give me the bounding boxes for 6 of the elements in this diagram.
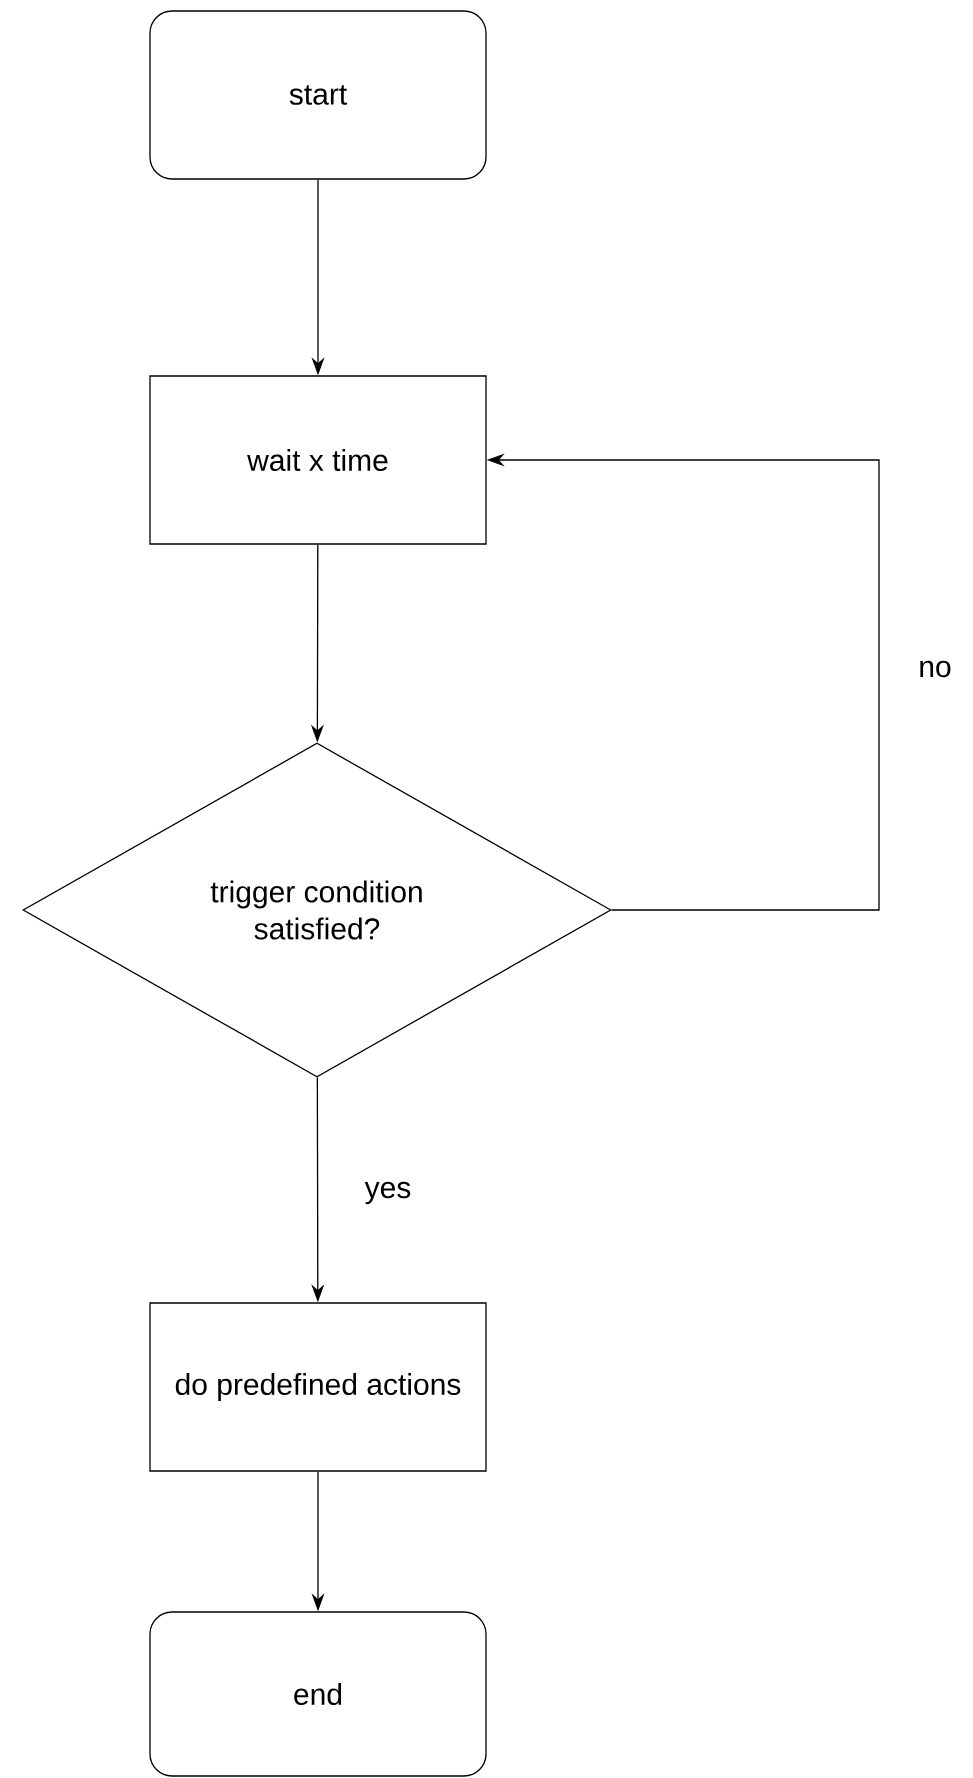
process-box: do predefined actions bbox=[149, 1302, 487, 1472]
process-box: wait x time bbox=[149, 375, 487, 545]
terminal-box: end bbox=[149, 1611, 487, 1777]
edge-label: yes bbox=[362, 1179, 414, 1207]
terminal-box: start bbox=[149, 10, 487, 180]
edge-label: no bbox=[916, 658, 954, 680]
